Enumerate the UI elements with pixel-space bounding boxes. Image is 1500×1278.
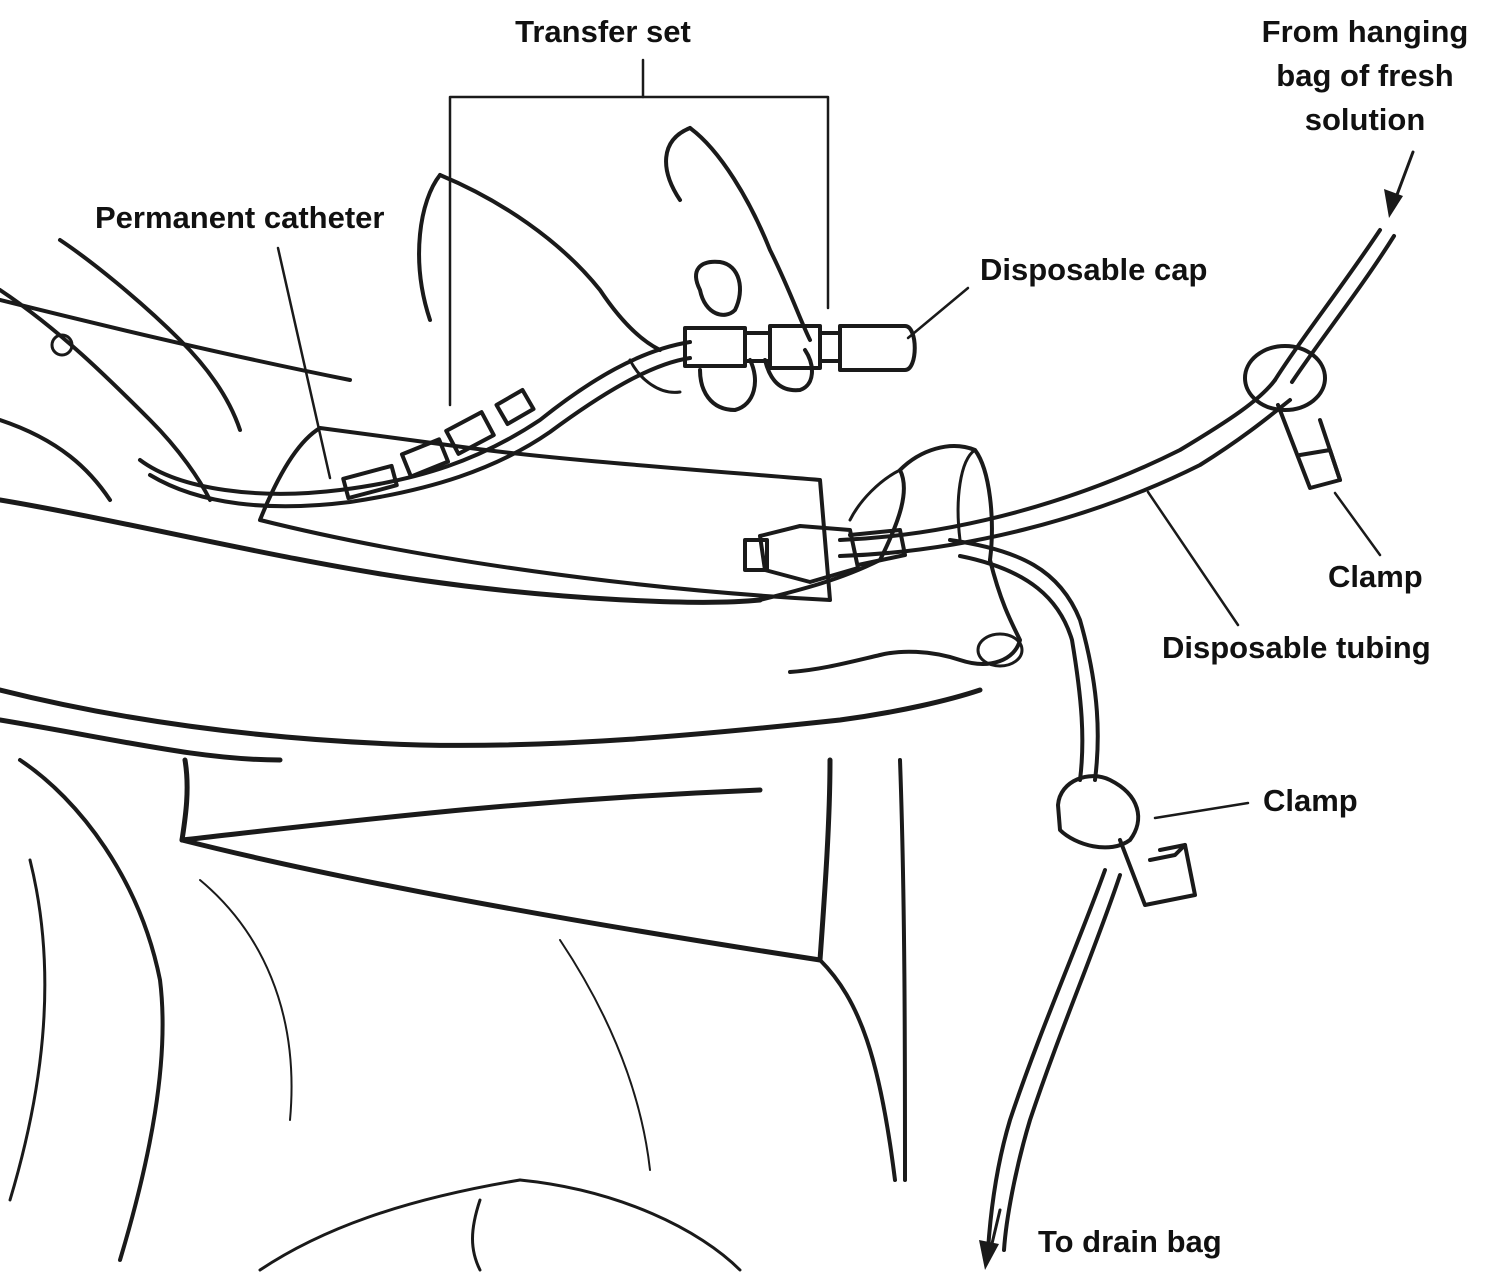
label-to-drain-bag: To drain bag [1038, 1224, 1222, 1259]
label-from-hanging-bag-line-2: bag of fresh [1276, 58, 1454, 93]
leader-lower-clamp [1153, 801, 1250, 820]
lower-arm-drawing [0, 444, 1024, 748]
label-from-hanging-bag: From hanging bag of fresh solution [1240, 10, 1490, 142]
leader-upper-clamp [1333, 491, 1382, 557]
arrow-to-drain-head [979, 1240, 999, 1270]
label-transfer-set: Transfer set [515, 14, 691, 49]
bracket-transfer-set [448, 95, 830, 407]
label-disposable-cap: Disposable cap [980, 252, 1208, 287]
label-disposable-tubing: Disposable tubing [1162, 630, 1431, 665]
label-from-hanging-bag-line-1: From hanging [1261, 14, 1469, 49]
arrow-from-bag-shaft [1393, 150, 1415, 202]
disposable-tubing-drawing [743, 228, 1396, 1252]
leader-lines [276, 58, 1415, 1270]
torso-drawing [0, 298, 907, 1272]
leader-disposable-cap [906, 286, 970, 340]
catheter-tubing-drawing [138, 324, 917, 509]
dressing-pad-drawing [258, 426, 832, 602]
leader-permanent-catheter [276, 246, 332, 480]
arrow-from-bag-head [1384, 189, 1403, 218]
label-from-hanging-bag-line-3: solution [1304, 102, 1426, 137]
lower-clamp-drawing [1056, 774, 1197, 907]
left-wrist-drawing [0, 238, 242, 502]
label-permanent-catheter: Permanent catheter [95, 200, 385, 235]
upper-hand-drawing [417, 126, 814, 412]
label-clamp-upper: Clamp [1328, 559, 1423, 594]
upper-clamp-drawing [1243, 344, 1342, 490]
label-clamp-lower: Clamp [1263, 783, 1358, 818]
leader-disposable-tubing [1146, 490, 1240, 627]
